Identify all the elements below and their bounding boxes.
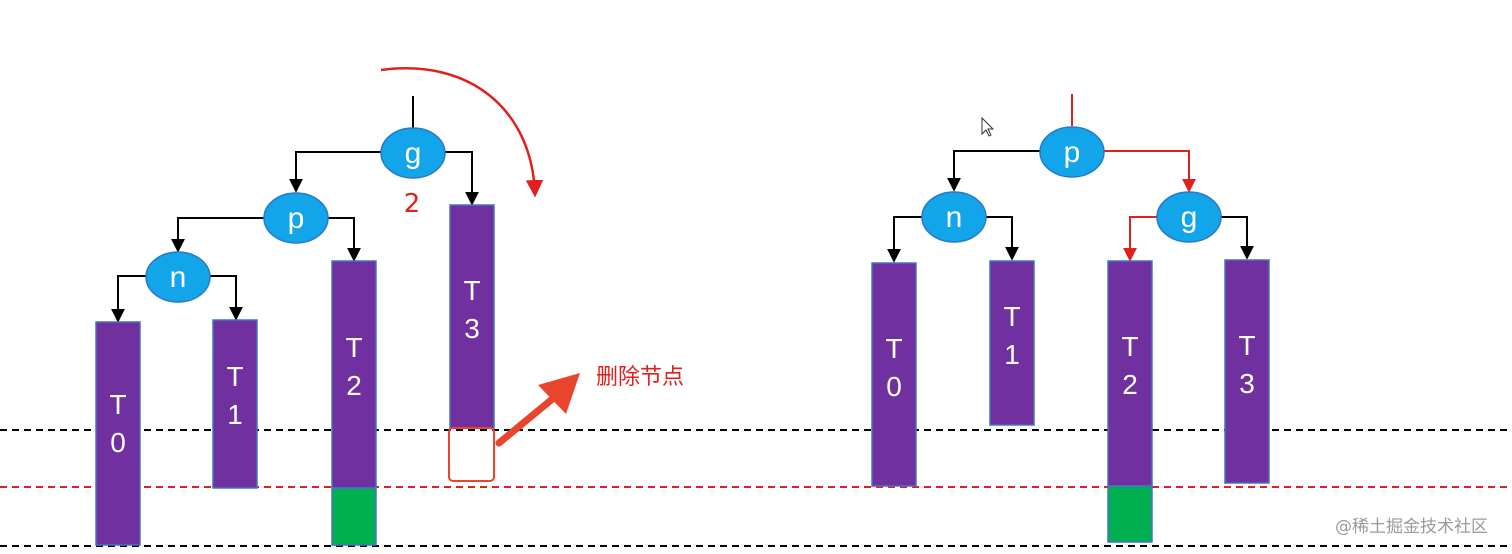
subtree-t2-extra-level	[331, 487, 377, 546]
subtree-t2	[331, 260, 377, 489]
delete-node-label: 删除节点	[596, 365, 684, 390]
node-g	[380, 127, 446, 179]
node-p	[1039, 126, 1105, 178]
node-n	[145, 251, 211, 303]
node-n-label: n	[946, 201, 963, 234]
delete-pointer-arrowhead	[538, 373, 580, 414]
delete-pointer-arrow	[495, 392, 560, 447]
edge-g-p	[289, 151, 381, 193]
edge-g-t3	[445, 151, 479, 206]
node-g-label: g	[405, 137, 422, 170]
edge-n-t1	[986, 216, 1019, 261]
edge-p-g	[1104, 150, 1196, 193]
edge-g-t2	[1123, 216, 1157, 262]
edge-p-n	[171, 217, 264, 253]
mouse-cursor-icon	[981, 116, 995, 137]
node-n-label: n	[170, 261, 187, 294]
edge-g-t3	[1221, 216, 1254, 260]
edge-n-t1	[210, 275, 243, 321]
subtree-t3	[449, 204, 495, 429]
subtree-t2-extra-level	[1107, 485, 1153, 543]
edge-p-n	[947, 150, 1040, 192]
node-n	[921, 191, 987, 243]
deleted-node-box	[448, 427, 495, 482]
subtree-t0	[871, 262, 917, 487]
subtree-t3	[1224, 259, 1270, 484]
watermark: @稀土掘金技术社区	[1335, 517, 1488, 537]
subtree-t1	[989, 260, 1035, 426]
edge-n-t0	[887, 216, 922, 263]
subtree-t2	[1107, 260, 1153, 487]
rotation-label: 2	[404, 189, 421, 219]
edge-p-t2	[328, 217, 361, 262]
edge-n-t0	[111, 275, 146, 323]
subtree-t1	[212, 319, 258, 489]
rotation-arc	[380, 67, 544, 198]
node-g	[1156, 191, 1222, 243]
subtree-t0	[95, 321, 141, 546]
node-g-label: g	[1181, 201, 1198, 234]
node-p	[263, 192, 329, 244]
node-p-label: p	[288, 202, 305, 235]
node-p-label: p	[1064, 136, 1081, 169]
